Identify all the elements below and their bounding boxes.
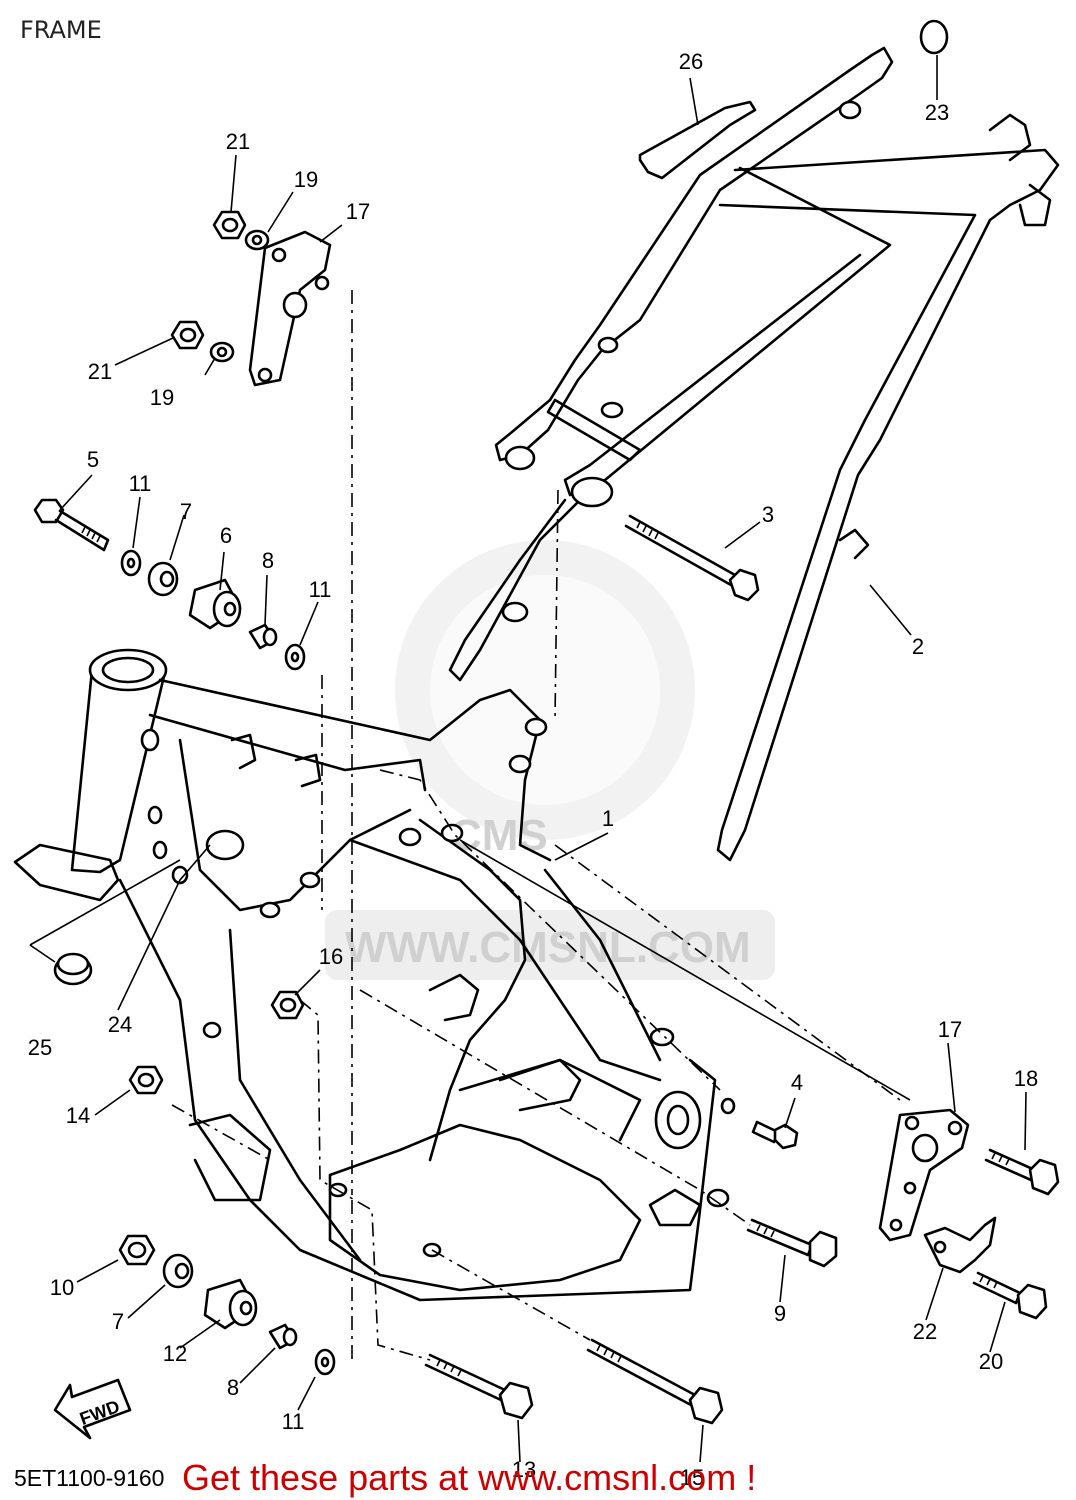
- callout-17-upper: 17: [346, 199, 370, 224]
- callout-11-b: 11: [309, 577, 332, 602]
- callout-22: 22: [913, 1319, 937, 1344]
- callout-13: 13: [512, 1457, 536, 1482]
- assembly-lines: [171, 290, 911, 1361]
- callout-3: 3: [762, 502, 774, 527]
- callout-20: 20: [979, 1349, 1003, 1374]
- nut-21-lower: [170, 320, 205, 350]
- callout-19-lower: 19: [150, 385, 174, 410]
- callout-18: 18: [1014, 1066, 1038, 1091]
- bolt-15: [586, 1338, 724, 1425]
- bolt-18: [984, 1148, 1060, 1196]
- rear-subframe: [448, 46, 1060, 862]
- bracket-22: [923, 1216, 997, 1274]
- callout-8-lower: 8: [227, 1375, 239, 1400]
- nut-21-upper: [212, 210, 247, 240]
- engine-bracket-17-lower: [878, 1108, 970, 1242]
- bolt-4: [720, 1097, 799, 1150]
- watermark-logo: CMS WWW.CMSNL.COM: [325, 540, 775, 980]
- engine-bracket-17-upper: [248, 230, 332, 387]
- callout-12: 12: [163, 1341, 187, 1366]
- callout-7-lower: 7: [112, 1309, 124, 1334]
- bolt-5: [33, 498, 110, 552]
- bolt-9: [706, 1188, 838, 1268]
- promo-link[interactable]: Get these parts at www.cmsnl.com !: [182, 1457, 756, 1498]
- washer-11-b: [284, 643, 306, 671]
- callout-7-upper: 7: [180, 499, 192, 524]
- bolt-13: [424, 1353, 534, 1420]
- callout-9: 9: [774, 1301, 786, 1326]
- bolt-3: [624, 514, 760, 602]
- callout-23: 23: [925, 100, 949, 125]
- collar-7-a: [147, 561, 179, 597]
- callout-6: 6: [220, 523, 232, 548]
- damper-6: [188, 578, 242, 630]
- callout-11-c: 11: [282, 1409, 305, 1434]
- washer-11-a: [120, 549, 142, 577]
- callout-16: 16: [319, 944, 343, 969]
- collar-8-b: [268, 1323, 298, 1350]
- fwd-arrow-icon: FWD: [53, 1378, 132, 1440]
- callout-24: 24: [108, 1012, 132, 1037]
- washer-19-lower: [209, 341, 235, 363]
- bracket-26: [638, 100, 757, 180]
- damper-12: [203, 1278, 258, 1330]
- callout-17-lower: 17: [938, 1017, 962, 1042]
- callout-5: 5: [87, 447, 99, 472]
- main-frame: [13, 648, 717, 1302]
- bolt-20: [972, 1271, 1048, 1320]
- callout-2: 2: [912, 634, 924, 659]
- callout-1: 1: [602, 806, 614, 831]
- callout-11-a: 11: [129, 471, 152, 496]
- callouts: 1 2 3 4 5 6 7 7 8 8 9 10 11 11 11 12 13 …: [28, 49, 1038, 1490]
- callout-21-lower: 21: [88, 359, 112, 384]
- collar-8-a: [248, 623, 278, 650]
- callout-19-upper: 19: [294, 167, 318, 192]
- callout-14: 14: [66, 1103, 90, 1128]
- callout-26: 26: [679, 49, 703, 74]
- callout-4: 4: [791, 1070, 803, 1095]
- nut-14: [128, 1065, 164, 1095]
- plug-24: [205, 829, 245, 861]
- leader-lines: [29, 55, 1027, 1463]
- nut-16: [270, 990, 305, 1020]
- cap-25: [53, 952, 93, 986]
- watermark-url: WWW.CMSNL.COM: [345, 923, 751, 972]
- callout-10: 10: [50, 1275, 74, 1300]
- cap-23: [919, 19, 949, 55]
- callout-8-upper: 8: [262, 548, 274, 573]
- collar-7-b: [162, 1253, 194, 1289]
- washer-11-c: [314, 1348, 336, 1376]
- callout-21-upper: 21: [226, 129, 250, 154]
- callout-15: 15: [680, 1465, 704, 1490]
- diagram-title: FRAME: [20, 16, 102, 44]
- callout-25: 25: [28, 1035, 52, 1060]
- drawing-code: 5ET1100-9160: [14, 1465, 164, 1491]
- washer-19-upper: [244, 229, 270, 251]
- nut-10: [118, 1234, 156, 1266]
